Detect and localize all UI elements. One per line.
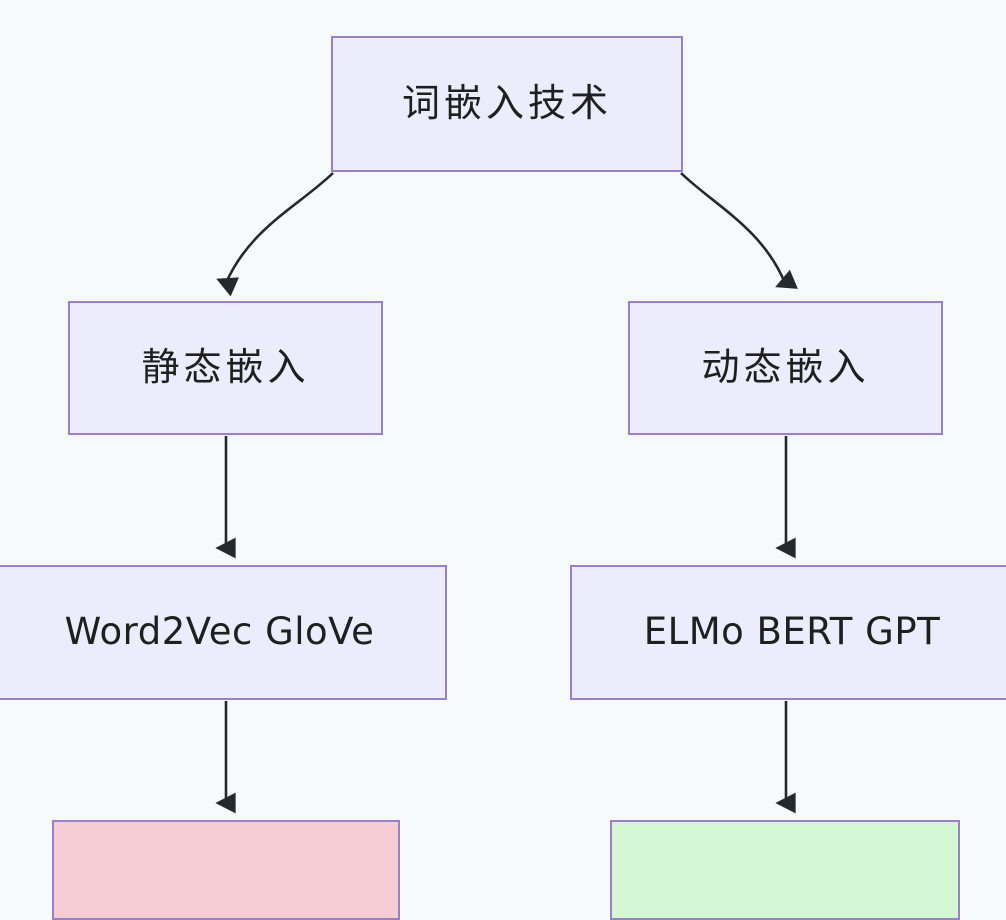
- node-dynamic-outcome[interactable]: [610, 820, 960, 920]
- flowchart-canvas: 词嵌入技术 静态嵌入 动态嵌入 Word2Vec GloVe ELMo BERT…: [0, 36, 1006, 920]
- node-static-embedding[interactable]: 静态嵌入: [68, 301, 383, 435]
- node-dynamic-embedding[interactable]: 动态嵌入: [628, 301, 943, 435]
- node-dynamic-models[interactable]: ELMo BERT GPT: [570, 565, 1006, 700]
- node-static-models-label: Word2Vec GloVe: [64, 610, 375, 654]
- node-dynamic-models-label: ELMo BERT GPT: [643, 610, 941, 654]
- edge-root-to-static: [216, 172, 334, 297]
- node-static-embedding-label: 静态嵌入: [141, 345, 310, 390]
- node-dynamic-embedding-label: 动态嵌入: [701, 345, 870, 390]
- node-root-label: 词嵌入技术: [401, 81, 612, 126]
- node-static-outcome[interactable]: [52, 820, 400, 920]
- edge-root-to-dynamic: [680, 172, 798, 289]
- node-static-models[interactable]: Word2Vec GloVe: [0, 565, 447, 700]
- node-root[interactable]: 词嵌入技术: [331, 36, 683, 172]
